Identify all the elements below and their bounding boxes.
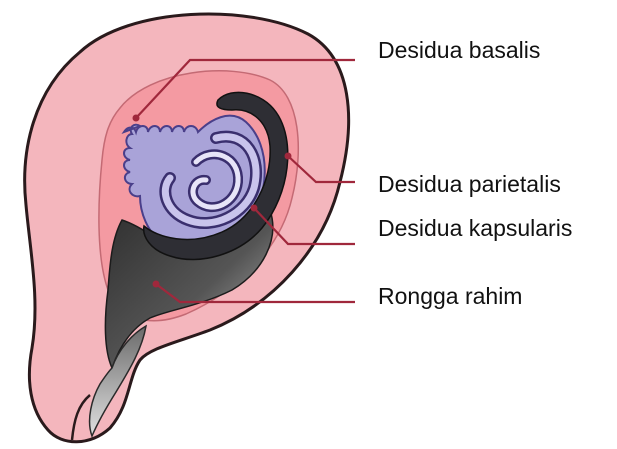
leader-dot-desidua-kapsularis [251,205,258,212]
leader-dot-rongga-rahim [153,281,160,288]
label-rongga-rahim: Rongga rahim [378,283,522,309]
label-desidua-parietalis: Desidua parietalis [378,171,561,197]
leader-dot-desidua-basalis [133,115,140,122]
leader-dot-desidua-parietalis [285,153,292,160]
label-desidua-kapsularis: Desidua kapsularis [378,215,572,241]
label-desidua-basalis: Desidua basalis [378,37,540,63]
